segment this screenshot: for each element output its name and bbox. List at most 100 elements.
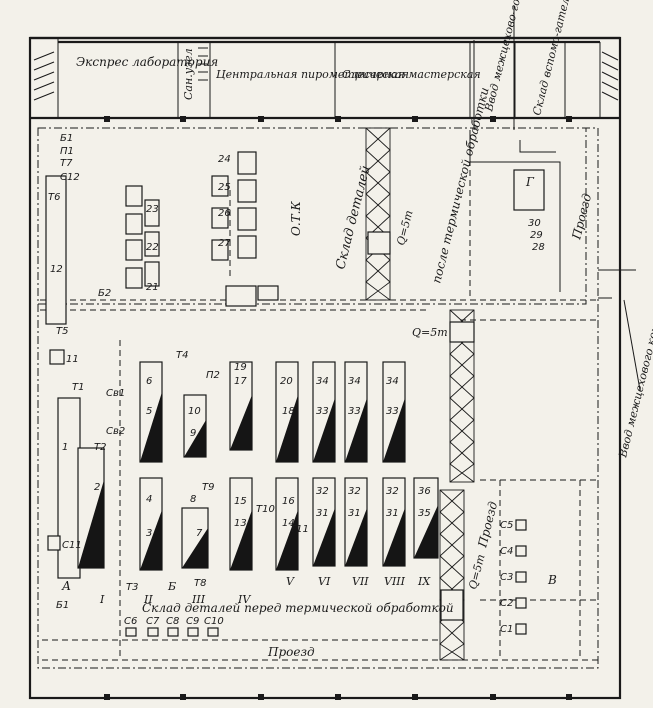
eq-b2: Б2 bbox=[98, 288, 111, 299]
line-label-4: IV bbox=[237, 593, 251, 606]
line-label-8: VIII bbox=[384, 575, 406, 588]
crane-truss-bottom bbox=[439, 489, 465, 661]
conveyor-lines bbox=[469, 6, 641, 391]
eq-num-3: 3 bbox=[146, 528, 152, 539]
area-passage-bottom: Проезд bbox=[267, 645, 315, 659]
eq-num-28: 28 bbox=[532, 242, 545, 253]
store-c8: С8 bbox=[166, 616, 179, 627]
eq-t3: Т3 bbox=[126, 582, 138, 593]
eq-num-10: 10 bbox=[188, 406, 201, 417]
eq-num-24: 24 bbox=[218, 154, 231, 165]
eq-num-18: 18 bbox=[282, 406, 295, 417]
eq-num-5: 5 bbox=[146, 406, 152, 417]
eq-num-35: 35 bbox=[418, 508, 431, 519]
eq-num-33c: 33 bbox=[386, 406, 399, 417]
eq-t5: Т5 bbox=[56, 326, 68, 337]
eq-num-34c: 34 bbox=[386, 376, 399, 387]
crane-label-1: Q=5т bbox=[394, 209, 415, 247]
eq-t9: Т9 bbox=[202, 482, 214, 493]
eq-cb2: Св2 bbox=[106, 426, 125, 437]
eq-t7: Т7 bbox=[60, 158, 73, 169]
upper-zone-equipment bbox=[125, 151, 545, 307]
eq-num-6: 6 bbox=[146, 376, 152, 387]
eq-num-33b: 33 bbox=[348, 406, 361, 417]
store-c10: С10 bbox=[204, 616, 224, 627]
eq-num-14: 14 bbox=[282, 518, 295, 529]
store-c2: С2 bbox=[500, 598, 513, 609]
eq-num-31c: 31 bbox=[386, 508, 399, 519]
room-workshop: Слесарная мастерская bbox=[342, 68, 481, 81]
eq-b1-top: Б1 bbox=[60, 133, 73, 144]
line-label-5: V bbox=[286, 575, 295, 588]
furnace-row-lower bbox=[139, 477, 439, 571]
eq-t6: Т6 bbox=[48, 192, 60, 203]
building-walls bbox=[28, 36, 622, 700]
rails bbox=[37, 127, 600, 669]
eq-num-1: 1 bbox=[62, 442, 68, 453]
room-express-lab: Экспрес лаборатория bbox=[76, 55, 218, 69]
crane-truss-mid bbox=[449, 309, 475, 483]
store-c6: С6 bbox=[124, 616, 137, 627]
eq-num-16: 16 bbox=[282, 496, 295, 507]
area-after-heat: после термической обработки bbox=[429, 86, 491, 285]
line-label-7: VII bbox=[352, 575, 369, 588]
eq-t11: Т11 bbox=[290, 524, 309, 535]
eq-num-34b: 34 bbox=[348, 376, 361, 387]
eq-c12: С12 bbox=[60, 172, 80, 183]
eq-num-29: 29 bbox=[530, 230, 543, 241]
area-conveyor-in-right: Ввод межцехового конвейера bbox=[616, 285, 653, 460]
stair-left bbox=[33, 51, 55, 101]
eq-t8: Т8 bbox=[194, 578, 206, 589]
store-c9: С9 bbox=[186, 616, 199, 627]
columns-bottom bbox=[104, 694, 572, 700]
line-label-1: I bbox=[99, 593, 105, 606]
eq-num-30: 30 bbox=[528, 218, 541, 229]
eq-t1: Т1 bbox=[72, 382, 84, 393]
eq-t10: Т10 bbox=[256, 504, 275, 515]
eq-num-17: 17 bbox=[234, 376, 247, 387]
eq-num-23: 23 bbox=[146, 204, 159, 215]
eq-num-19: 19 bbox=[234, 362, 247, 373]
store-c7: С7 bbox=[146, 616, 160, 627]
room-aux-storage: Склад вспомо-гательных материалов bbox=[530, 0, 597, 117]
room-san-uzel: Сан.узел bbox=[182, 48, 195, 100]
eq-num-34a: 34 bbox=[316, 376, 329, 387]
eq-p2: П2 bbox=[206, 370, 220, 381]
eq-num-7: 7 bbox=[196, 528, 203, 539]
eq-num-12: 12 bbox=[50, 264, 63, 275]
eq-num-2: 2 bbox=[94, 482, 100, 493]
eq-t4: Т4 bbox=[176, 350, 188, 361]
area-otk: О.Т.К bbox=[289, 201, 303, 236]
eq-num-15: 15 bbox=[234, 496, 247, 507]
eq-num-31b: 31 bbox=[348, 508, 361, 519]
area-passage-right-mid: Проезд bbox=[475, 500, 500, 550]
crane-label-3: Q=5т bbox=[466, 553, 487, 591]
eq-p1: П1 bbox=[60, 146, 74, 157]
eq-cb1: Св1 bbox=[106, 388, 125, 399]
eq-b1-bottom: Б1 bbox=[56, 600, 69, 611]
eq-num-32b: 32 bbox=[348, 486, 361, 497]
crane-truss-top bbox=[365, 127, 391, 301]
eq-num-22: 22 bbox=[146, 242, 159, 253]
store-c5: С5 bbox=[500, 520, 513, 531]
store-c4: С4 bbox=[500, 546, 513, 557]
zone-b-lower: Б bbox=[167, 580, 176, 593]
eq-num-32a: 32 bbox=[316, 486, 329, 497]
eq-c11: С11 bbox=[62, 540, 82, 551]
line-label-3: III bbox=[191, 593, 206, 606]
eq-num-8: 8 bbox=[190, 494, 196, 505]
eq-num-33a: 33 bbox=[316, 406, 329, 417]
eq-num-25: 25 bbox=[218, 182, 231, 193]
stair-right bbox=[601, 51, 619, 101]
eq-t2: Т2 bbox=[94, 442, 106, 453]
zone-g: Г bbox=[525, 175, 535, 189]
eq-num-20: 20 bbox=[280, 376, 293, 387]
line-label-6: VI bbox=[318, 575, 331, 588]
room-central-pyrometric: Центральная пирометрическая bbox=[216, 68, 409, 81]
eq-num-11: 11 bbox=[66, 354, 79, 365]
storage-right bbox=[515, 519, 527, 635]
eq-num-13: 13 bbox=[234, 518, 247, 529]
store-c3: С3 bbox=[500, 572, 513, 583]
eq-num-27: 27 bbox=[218, 238, 231, 249]
